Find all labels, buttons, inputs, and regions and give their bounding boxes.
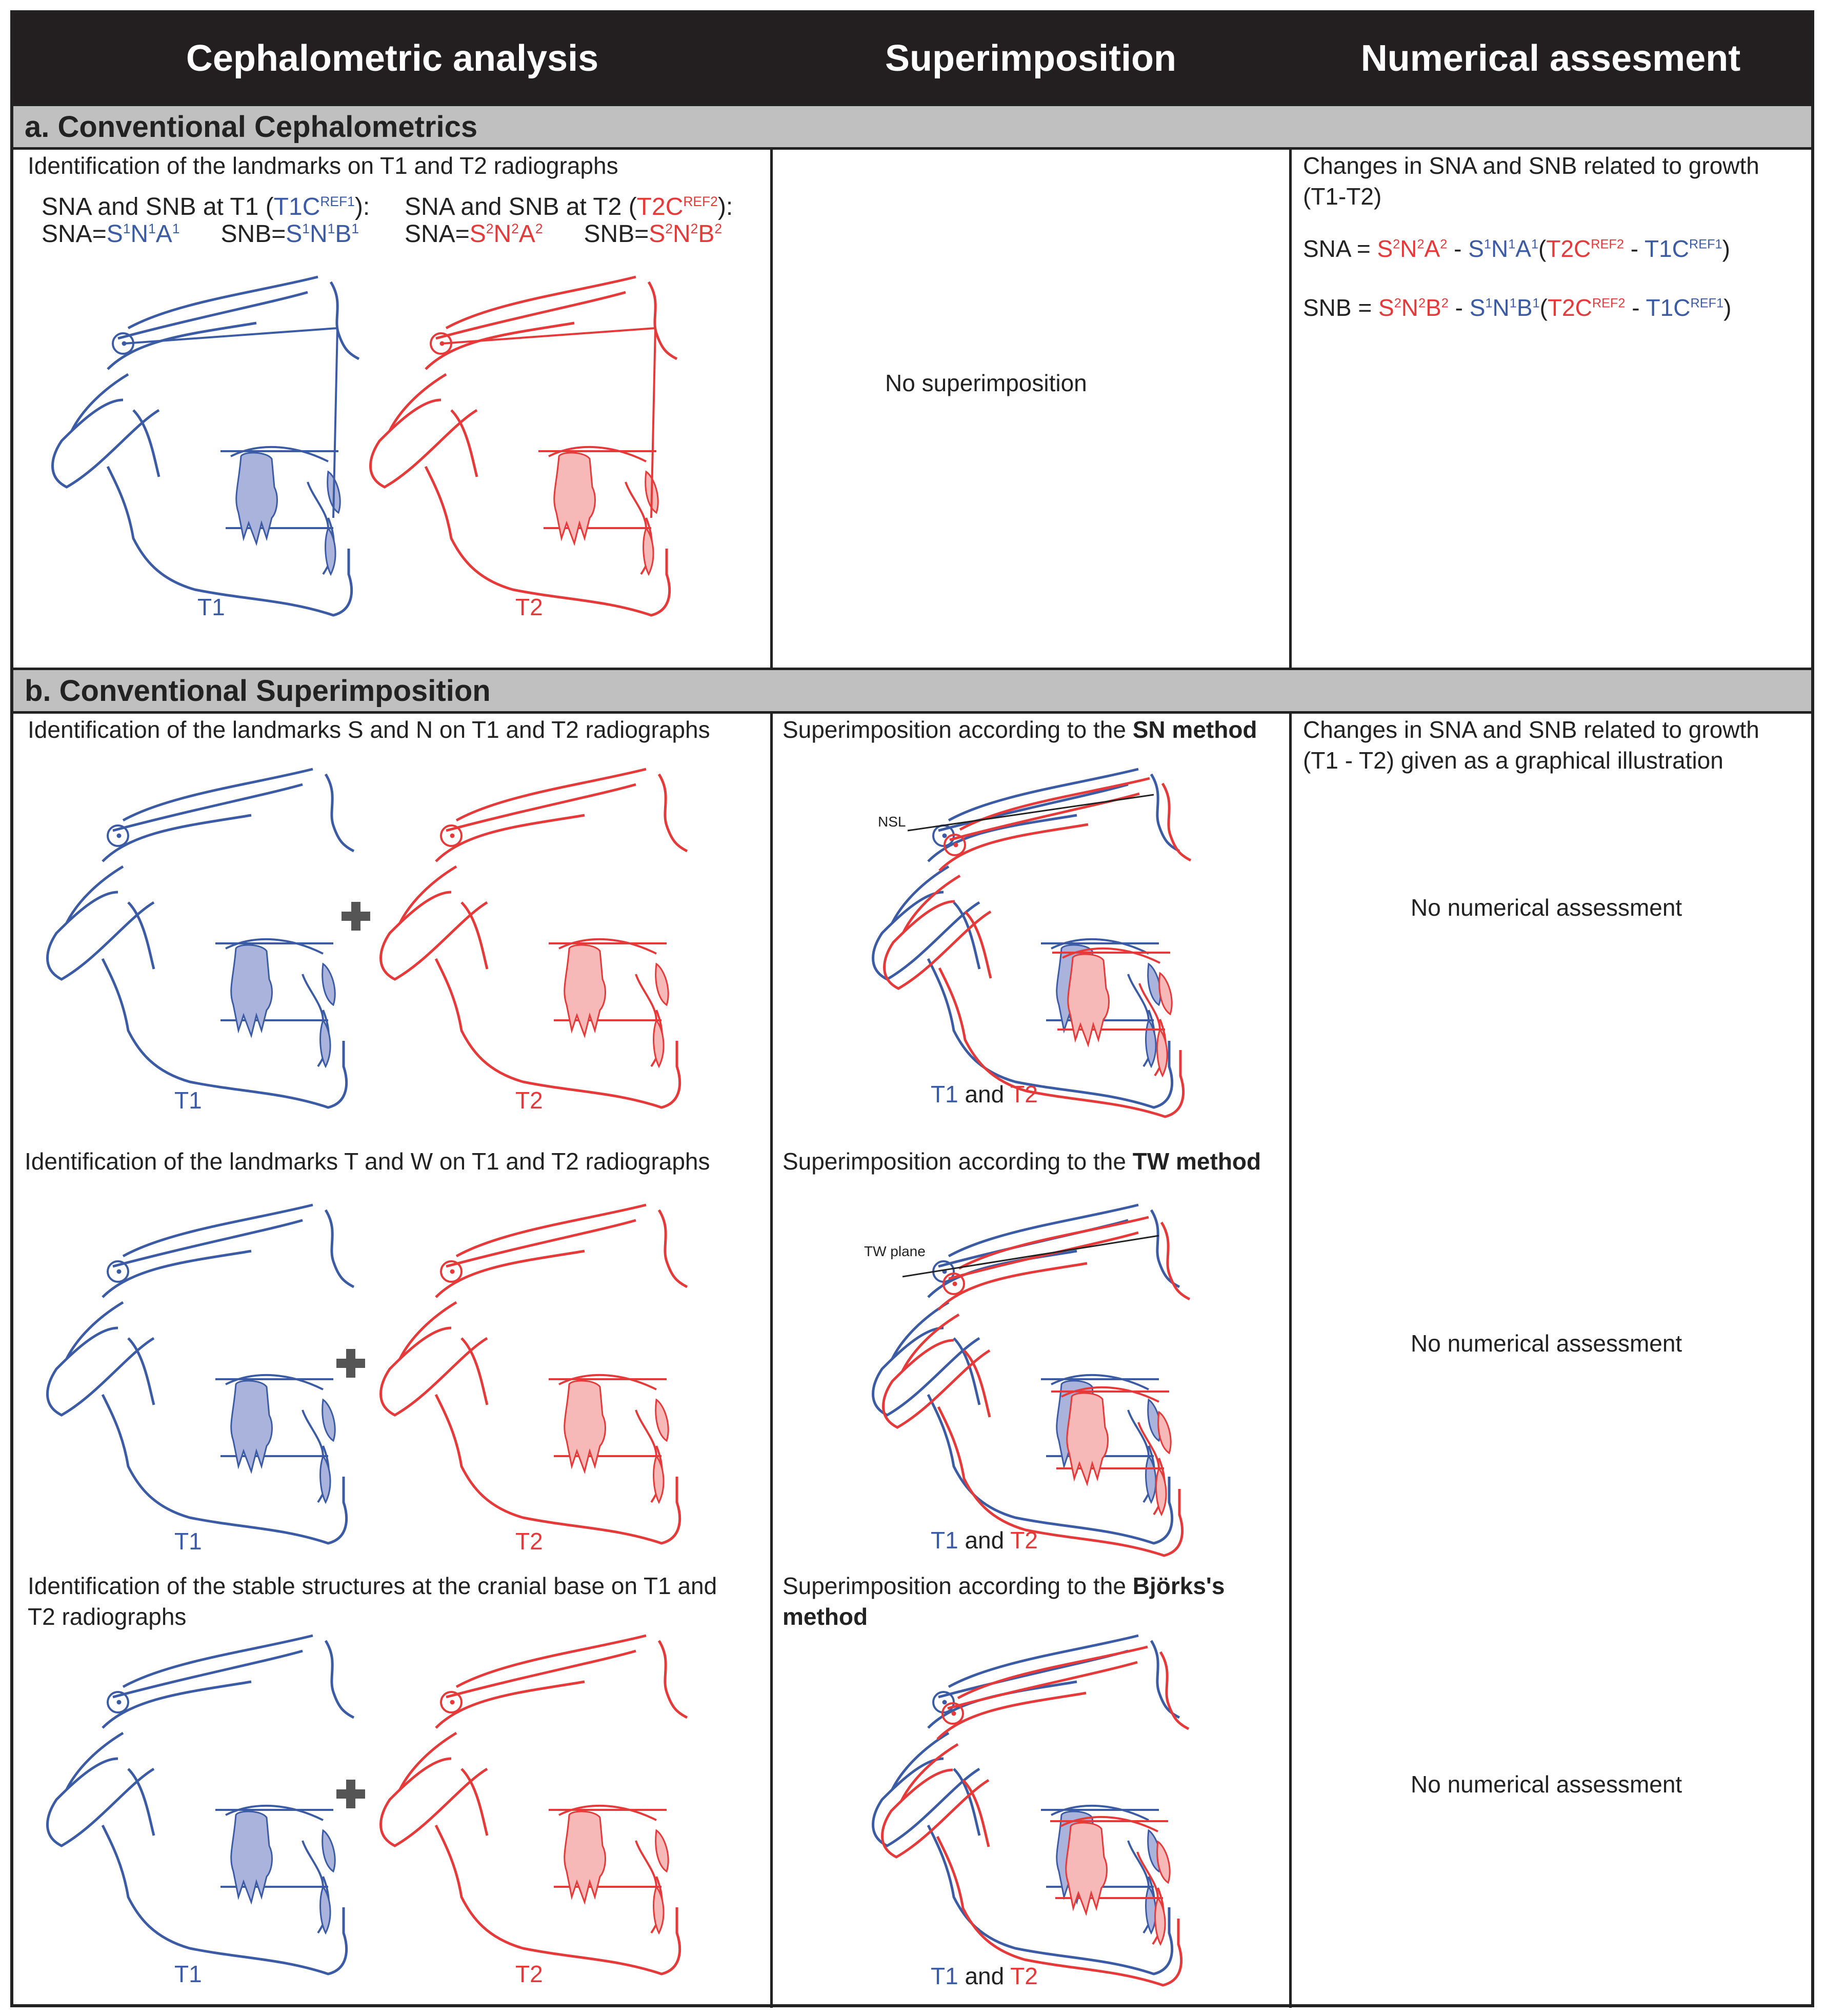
skull-t1-row2 [48, 1205, 354, 1543]
nsl-label: NSL [878, 814, 906, 830]
superimposed-skull-bjork [873, 1636, 1189, 1985]
skull-t2-row2 [381, 1205, 688, 1543]
caption-t2-row3: T2 [515, 1961, 543, 1987]
skull-t1-row1 [48, 769, 354, 1107]
caption-t1-and-t2-row2: T1 and T2 [931, 1527, 1038, 1554]
plus-icon-row2 [336, 1349, 365, 1378]
plus-icon-row3 [336, 1780, 365, 1808]
skull-t2-section-a [371, 277, 677, 615]
superimposed-skull-sn [873, 769, 1191, 1117]
skull-t1-row3 [48, 1636, 354, 1974]
caption-t2-a: T2 [515, 594, 543, 620]
caption-t1-row1: T1 [174, 1087, 202, 1114]
caption-t2-row1: T2 [515, 1087, 543, 1114]
caption-t1-and-t2-row3: T1 and T2 [931, 1963, 1038, 1989]
plus-icon-row1 [342, 902, 370, 931]
skull-t1-section-a [53, 277, 359, 615]
tw-plane-label: TW plane [864, 1243, 926, 1259]
caption-t2-row2: T2 [515, 1528, 543, 1555]
caption-t1-row2: T1 [174, 1528, 202, 1555]
skull-t2-row3 [381, 1636, 688, 1974]
caption-t1-a: T1 [197, 594, 225, 620]
skull-t2-row1 [381, 769, 688, 1107]
caption-t1-row3: T1 [174, 1961, 202, 1987]
caption-t1-and-t2-row1: T1 and T2 [931, 1081, 1038, 1107]
